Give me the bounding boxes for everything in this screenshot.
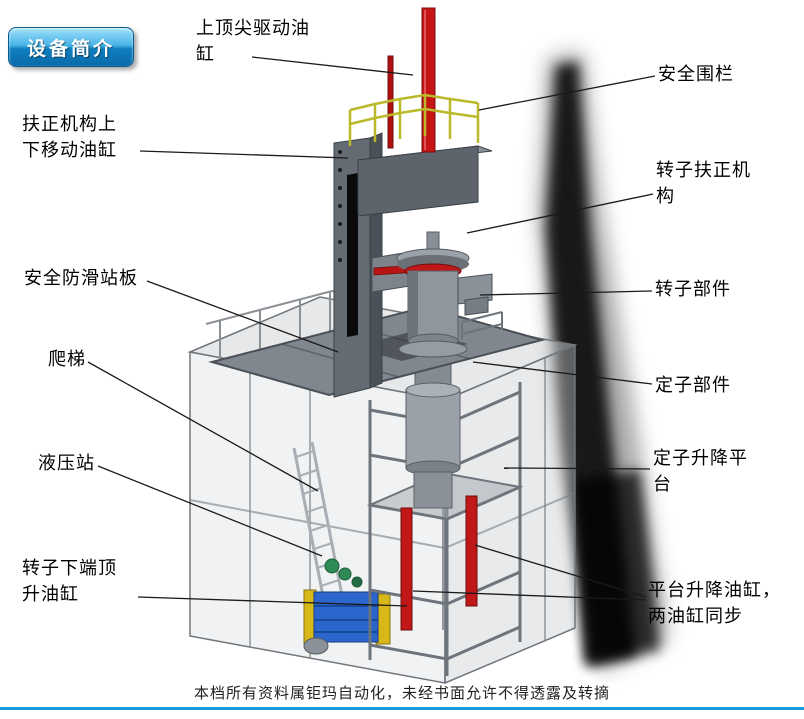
label-platform-lift-cylinders: 平台升降油缸， 两油缸同步: [648, 580, 781, 627]
leader-safety-fence: [478, 75, 656, 111]
leader-anti-slip-platform: [146, 280, 339, 353]
safety-railing: [348, 93, 480, 146]
bottom-accent-rule: [0, 707, 804, 710]
label-rotor-bottom-jack-cylinder: 转子下端顶 升油缸: [22, 558, 117, 605]
leader-rotor-centering-mech: [466, 193, 654, 234]
leader-centering-mech-cylinder: [139, 150, 349, 159]
leader-stator-component: [472, 361, 653, 385]
label-rotor-component: 转子部件: [655, 279, 731, 300]
equipment-intro-button[interactable]: 设备简介: [8, 27, 134, 67]
platform-lift-cylinder-right: [465, 495, 478, 607]
shadow-smudge: [538, 52, 668, 672]
leader-ladder: [87, 361, 319, 492]
leader-rotor-bottom-jack: [137, 596, 408, 607]
label-stator-component: 定子部件: [655, 375, 731, 396]
enclosure-box: [187, 296, 578, 685]
leader-rotor-component: [479, 290, 653, 296]
label-rotor-centering-mech: 转子扶正机 构: [656, 160, 751, 207]
rotor-assembly: [371, 231, 493, 358]
label-centering-mech-cylinder: 扶正机构上 下移动油缸: [22, 114, 117, 161]
label-safety-fence: 安全围栏: [658, 64, 734, 85]
platform-lift-cylinder-left: [400, 507, 413, 631]
leader-lines: [87, 56, 656, 607]
label-stator-lift-platform: 定子升降平 台: [653, 448, 748, 495]
label-top-center-drive-cylinder: 上顶尖驱动油 缸: [196, 18, 310, 65]
top-drive-cylinder: [387, 7, 436, 153]
equipment-intro-label: 设备简介: [26, 37, 115, 60]
leader-top-center-drive-cylinder: [251, 56, 414, 76]
leader-stator-lift-platform: [503, 467, 651, 470]
leader-platform-lift-2: [412, 590, 647, 601]
label-hydraulic-station: 液压站: [38, 453, 95, 474]
copyright-notice: 本档所有资料属钜玛自动化，未经书面允许不得透露及转摘: [193, 684, 610, 702]
label-ladder: 爬梯: [48, 349, 86, 370]
leader-hydraulic-station: [97, 465, 323, 557]
label-anti-slip-platform: 安全防滑站板: [24, 268, 138, 289]
head-platform: [357, 145, 493, 217]
leader-platform-lift-1: [474, 544, 647, 598]
platform-lift-cylinders: [400, 495, 478, 631]
